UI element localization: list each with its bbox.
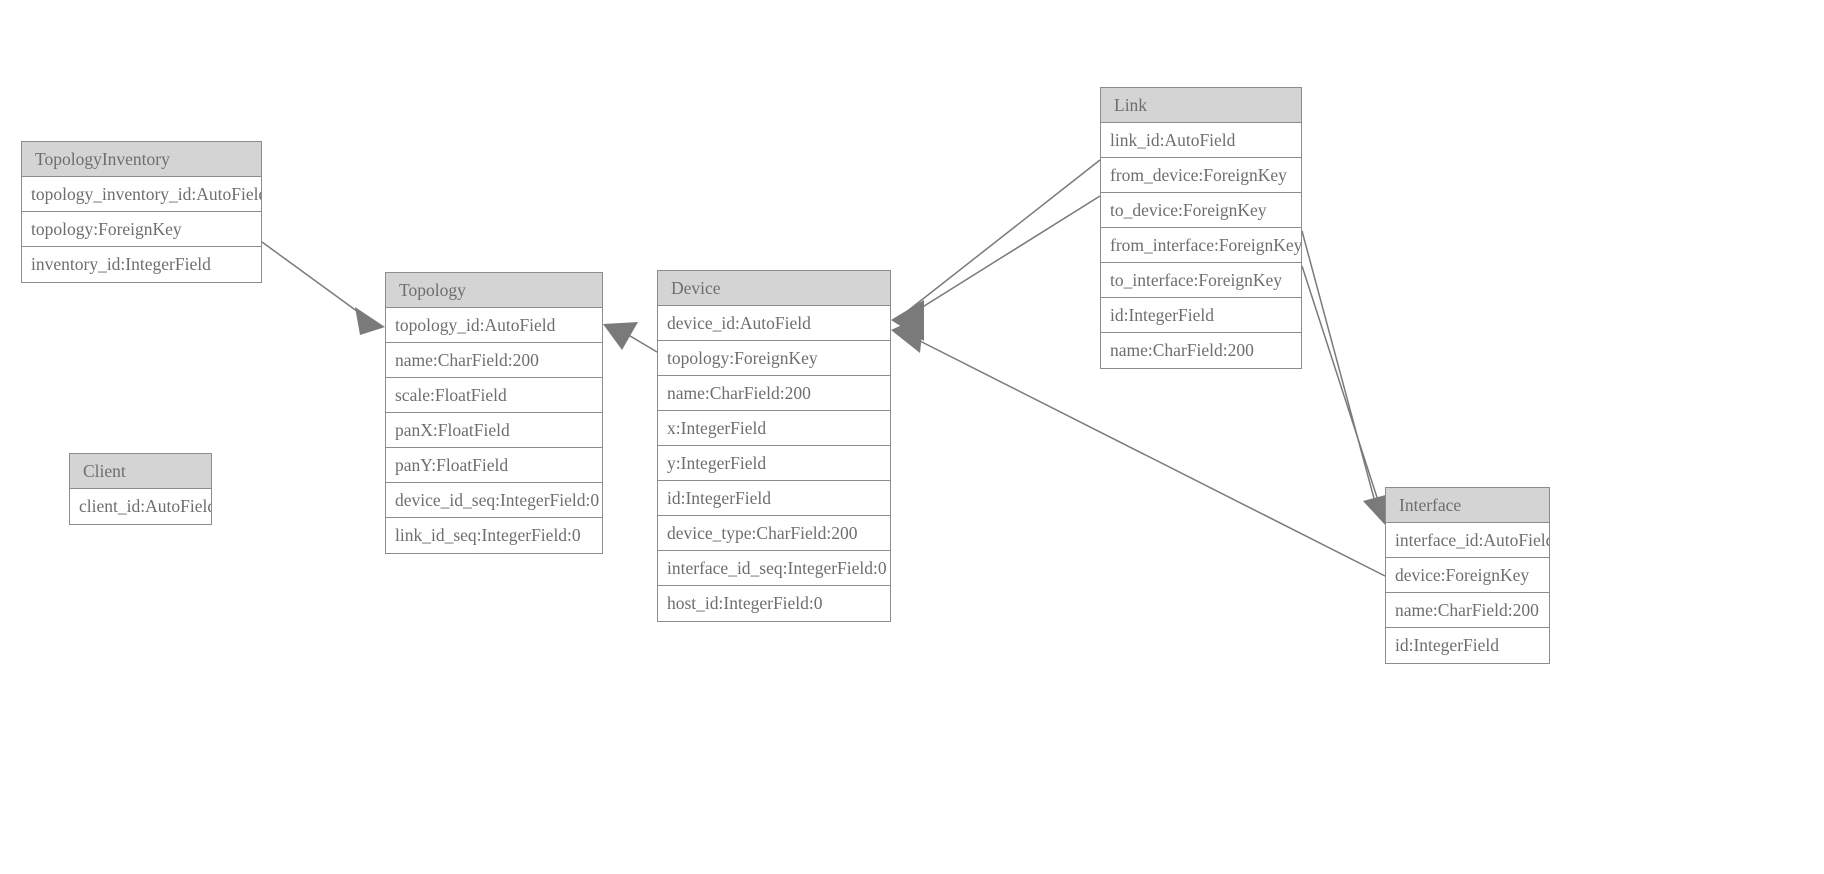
field-row[interactable]: host_id:IntegerField:0	[667, 593, 823, 613]
edge-link-from-interface-to-interface	[1301, 230, 1380, 518]
field-row[interactable]: name:CharField:200	[386, 343, 602, 378]
entity-title-interface: Interface	[1386, 488, 1549, 523]
entity-device[interactable]: Device device_id:AutoField topology:Fore…	[657, 270, 891, 622]
edge-link-from-device-to-device	[904, 159, 1101, 314]
entity-interface[interactable]: Interface interface_id:AutoField device:…	[1385, 487, 1550, 664]
field-row[interactable]: device_id_seq:IntegerField:0	[386, 483, 602, 518]
field-row[interactable]: interface_id_seq:IntegerField:0	[658, 551, 890, 586]
field-row[interactable]: from_device:ForeignKey	[1101, 158, 1301, 193]
entity-title-client: Client	[70, 454, 211, 489]
field-row[interactable]: device:ForeignKey	[1386, 558, 1549, 593]
field-row[interactable]: scale:FloatField	[386, 378, 602, 413]
entity-title-topology: Topology	[386, 273, 602, 308]
edge-device-to-topology	[603, 322, 658, 353]
field-row[interactable]: topology:ForeignKey	[658, 341, 890, 376]
field-row[interactable]: name:CharField:200	[1110, 340, 1254, 360]
field-row[interactable]: topology:ForeignKey	[22, 212, 261, 247]
field-row[interactable]: device_id:AutoField	[658, 306, 890, 341]
field-row[interactable]: name:CharField:200	[658, 376, 890, 411]
field-row[interactable]: client_id:AutoField	[79, 496, 211, 516]
entity-fields-interface: interface_id:AutoField device:ForeignKey…	[1386, 523, 1549, 663]
field-row[interactable]: id:IntegerField	[658, 481, 890, 516]
entity-fields-topology: topology_id:AutoField name:CharField:200…	[386, 308, 602, 553]
field-row[interactable]: to_device:ForeignKey	[1101, 193, 1301, 228]
entity-fields-topology-inventory: topology_inventory_id:AutoField topology…	[22, 177, 261, 282]
edge-topology-inventory-to-topology	[261, 241, 385, 335]
field-row[interactable]: link_id:AutoField	[1101, 123, 1301, 158]
field-row[interactable]: id:IntegerField	[1101, 298, 1301, 333]
field-row[interactable]: from_interface:ForeignKey	[1101, 228, 1301, 263]
field-row[interactable]: panX:FloatField	[386, 413, 602, 448]
entity-link[interactable]: Link link_id:AutoField from_device:Forei…	[1100, 87, 1302, 369]
field-row[interactable]: interface_id:AutoField	[1386, 523, 1549, 558]
field-row[interactable]: name:CharField:200	[1386, 593, 1549, 628]
edge-link-to-interface-to-interface	[1301, 265, 1385, 520]
field-row[interactable]: y:IntegerField	[658, 446, 890, 481]
field-row[interactable]: panY:FloatField	[386, 448, 602, 483]
field-row[interactable]: link_id_seq:IntegerField:0	[395, 525, 581, 545]
field-row[interactable]: x:IntegerField	[658, 411, 890, 446]
entity-title-link: Link	[1101, 88, 1301, 123]
field-row[interactable]: topology_id:AutoField	[386, 308, 602, 343]
entity-topology-inventory[interactable]: TopologyInventory topology_inventory_id:…	[21, 141, 262, 283]
entity-title-topology-inventory: TopologyInventory	[22, 142, 261, 177]
entity-fields-device: device_id:AutoField topology:ForeignKey …	[658, 306, 890, 621]
entity-fields-client: client_id:AutoField	[70, 489, 211, 524]
edge-link-to-device-to-device	[904, 195, 1101, 319]
entity-client[interactable]: Client client_id:AutoField	[69, 453, 212, 525]
entity-topology[interactable]: Topology topology_id:AutoField name:Char…	[385, 272, 603, 554]
entity-title-device: Device	[658, 271, 890, 306]
field-row[interactable]: id:IntegerField	[1395, 635, 1500, 655]
entity-fields-link: link_id:AutoField from_device:ForeignKey…	[1101, 123, 1301, 368]
arrowhead-device-from-link	[891, 300, 924, 341]
field-row[interactable]: device_type:CharField:200	[658, 516, 890, 551]
field-row[interactable]: topology_inventory_id:AutoField	[22, 177, 261, 212]
field-row[interactable]: inventory_id:IntegerField	[31, 254, 211, 274]
field-row[interactable]: to_interface:ForeignKey	[1101, 263, 1301, 298]
